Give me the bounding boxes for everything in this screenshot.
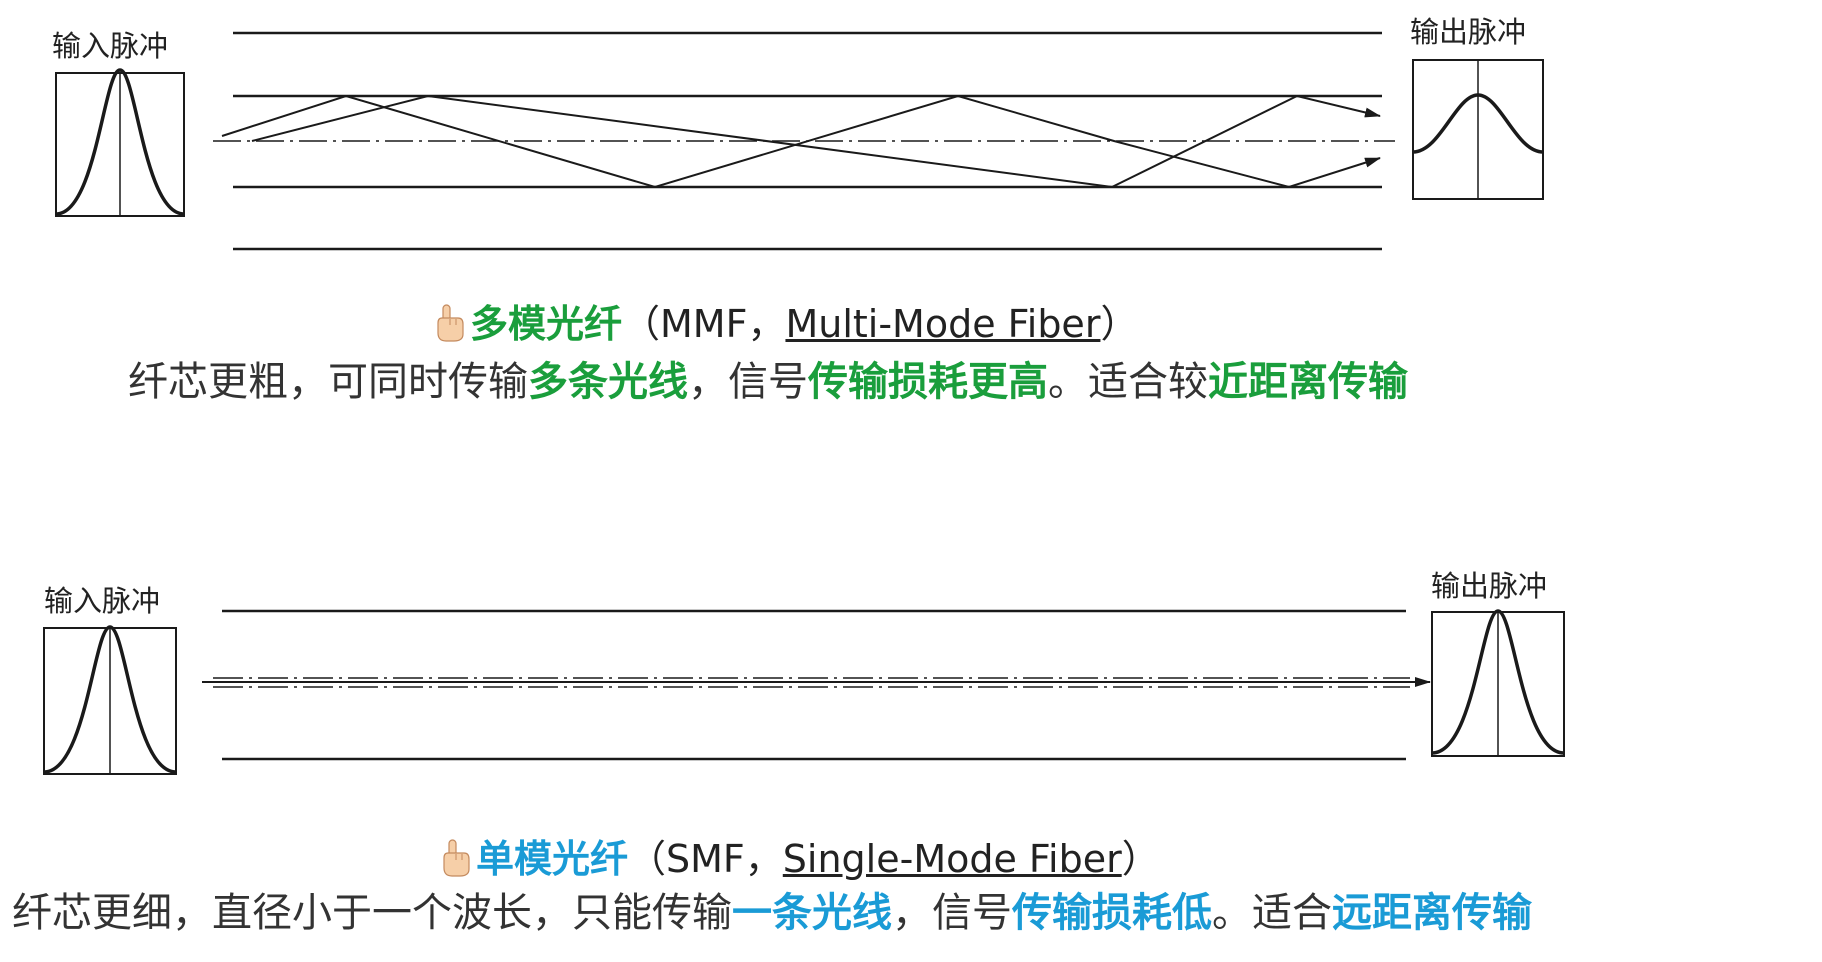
mmf-input-pulse	[55, 68, 185, 217]
smf-input-pulse	[43, 625, 177, 775]
mmf-ray-2	[251, 94, 1381, 189]
mmf-desc-text-2: ，信号	[688, 359, 808, 405]
smf-desc-text-3: 。适合	[1212, 890, 1332, 936]
mmf-output-label: 输出脉冲	[1410, 15, 1527, 49]
mmf-description: 纤芯更粗，可同时传输多条光线，信号传输损耗更高。适合较近距离传输	[128, 362, 1408, 402]
smf-title-close: ）	[1121, 837, 1160, 881]
mmf-desc-highlight-3: 近距离传输	[1208, 359, 1408, 405]
smf-desc-highlight-2: 传输损耗低	[1012, 890, 1212, 936]
mmf-desc-text-3: 。适合较	[1048, 359, 1208, 405]
smf-desc-text-2: ，信号	[892, 890, 1012, 936]
smf-diagram	[43, 609, 1565, 775]
mmf-diagram	[55, 31, 1544, 251]
smf-title-open: （SMF，	[628, 837, 783, 881]
mmf-ray-1	[221, 94, 1381, 189]
mmf-title-cn: 多模光纤	[470, 302, 623, 346]
mmf-input-label: 输入脉冲	[52, 29, 169, 63]
smf-output-pulse	[1431, 609, 1565, 757]
mmf-title-open: （MMF，	[622, 302, 786, 346]
smf-title-en: Single-Mode Fiber	[782, 837, 1122, 881]
pointing-finger-icon	[437, 304, 464, 342]
smf-desc-highlight-3: 远距离传输	[1332, 890, 1532, 936]
smf-input-label: 输入脉冲	[44, 584, 161, 618]
mmf-desc-highlight-1: 多条光线	[528, 359, 688, 405]
smf-desc-text-1: 纤芯更细，直径小于一个波长，只能传输	[12, 890, 732, 936]
mmf-desc-text-1: 纤芯更粗，可同时传输	[128, 359, 528, 405]
mmf-title-en: Multi-Mode Fiber	[785, 302, 1101, 346]
pointing-finger-icon	[443, 839, 470, 877]
smf-title: 单模光纤（SMF，Single-Mode Fiber）	[436, 838, 1160, 878]
smf-title-cn: 单模光纤	[476, 837, 629, 881]
mmf-title-close: ）	[1100, 302, 1139, 346]
smf-desc-highlight-1: 一条光线	[732, 890, 892, 936]
smf-description: 纤芯更细，直径小于一个波长，只能传输一条光线，信号传输损耗低。适合远距离传输	[12, 893, 1532, 933]
mmf-output-pulse	[1412, 59, 1544, 200]
smf-output-label: 输出脉冲	[1431, 569, 1548, 603]
mmf-title: 多模光纤（MMF，Multi-Mode Fiber）	[430, 303, 1138, 343]
mmf-desc-highlight-2: 传输损耗更高	[808, 359, 1048, 405]
